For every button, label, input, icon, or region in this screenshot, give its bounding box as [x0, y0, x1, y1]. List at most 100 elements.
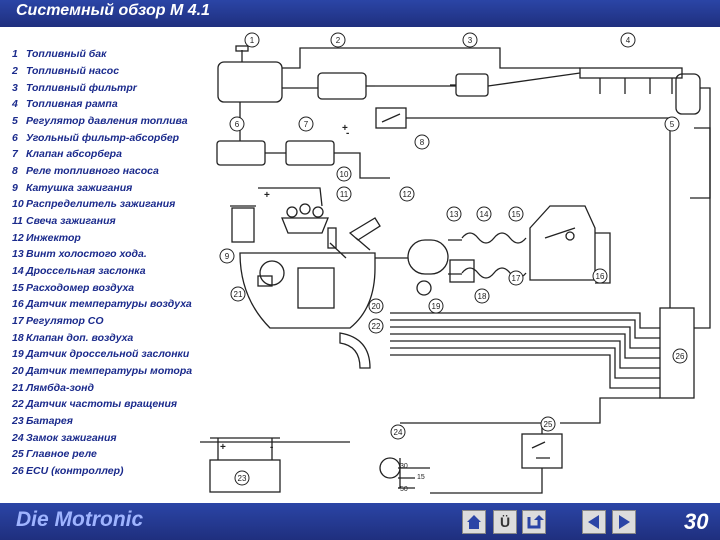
page-number: 30	[684, 509, 709, 534]
return-arrow-icon	[527, 515, 544, 529]
ecu-box	[659, 307, 695, 399]
callout-number: 20	[372, 302, 381, 311]
callout-number: 26	[676, 352, 685, 361]
legend-item-number: 23	[12, 415, 24, 427]
callout-number: 9	[225, 252, 230, 261]
callout-circle	[414, 134, 430, 150]
callout-number: 24	[394, 428, 403, 437]
piston	[297, 267, 335, 309]
legend-item-number: 13	[12, 248, 24, 260]
legend-item-label: Свеча зажигания	[26, 215, 116, 227]
polarity-mark: +	[342, 123, 348, 134]
callout-number: 12	[403, 190, 412, 199]
legend-item-number: 22	[12, 398, 24, 410]
callout-number: 25	[544, 420, 553, 429]
legend-item-label: ECU (контроллер)	[26, 465, 124, 477]
legend-item-label: Дроссельная заслонка	[26, 265, 146, 277]
callout-number: 16	[596, 272, 605, 281]
callout-number: 6	[235, 120, 240, 129]
footer-title: Die Motronic	[16, 508, 144, 531]
arrow-left-icon	[588, 515, 599, 529]
ignition-switch	[379, 457, 401, 479]
back-button[interactable]	[522, 510, 546, 534]
callout-circle	[298, 116, 314, 132]
home-button[interactable]	[462, 510, 486, 534]
callout-number: 15	[512, 210, 521, 219]
page-title: Системный обзор М 4.1	[16, 2, 210, 19]
legend-item-number: 16	[12, 298, 24, 310]
legend-item-label: Топливный фильтрr	[26, 82, 137, 94]
legend-item-label: Реле топливного насоса	[26, 165, 159, 177]
legend-item-label: Датчик частоты вращения	[26, 398, 178, 410]
fuel-tank	[217, 61, 283, 103]
callout-number: 5	[670, 120, 675, 129]
callout-number: 23	[238, 474, 247, 483]
callout-circle	[428, 298, 444, 314]
legend-item-number: 6	[12, 132, 18, 144]
callout-circle	[336, 166, 352, 182]
legend-item-label: Топливный бак	[26, 48, 107, 60]
help-button[interactable]: Ü	[493, 510, 517, 534]
header-bar	[0, 0, 720, 27]
callout-circle	[390, 424, 406, 440]
legend-item-label: Датчик дроссельной заслонки	[26, 348, 190, 360]
legend-item-number: 11	[12, 215, 23, 227]
legend-item-number: 20	[12, 365, 24, 377]
terminal-label: 50	[400, 486, 408, 493]
battery	[209, 459, 281, 493]
callout-number: 13	[450, 210, 459, 219]
engine-block	[239, 252, 376, 329]
fuel-pump	[317, 72, 367, 100]
callout-circle	[672, 348, 688, 364]
callout-number: 11	[340, 190, 349, 199]
callout-circle	[508, 206, 524, 222]
legend-item-label: Топливная рампа	[26, 98, 118, 110]
polarity-mark: -	[346, 128, 349, 139]
legend-item-label: Топливный насос	[26, 65, 120, 77]
ignition-coil	[231, 207, 255, 243]
polarity-mark: +	[220, 442, 226, 453]
speed-sensor-wheel	[339, 332, 371, 369]
legend-item-label: Батарея	[26, 415, 73, 427]
callout-circle	[399, 186, 415, 202]
previous-page-button[interactable]	[582, 510, 606, 534]
distributor	[281, 217, 329, 234]
legend-item-label: Замок зажигания	[26, 432, 117, 444]
main-relay	[521, 433, 563, 469]
spark-plug	[327, 227, 337, 249]
legend-item-number: 2	[12, 65, 18, 77]
intake-plenum	[407, 239, 449, 275]
legend-item-number: 17	[12, 315, 24, 327]
legend-item-label: Регулятор СО	[26, 315, 104, 327]
legend-item-number: 15	[12, 282, 24, 294]
callout-number: 7	[304, 120, 309, 129]
legend-item-number: 5	[12, 115, 18, 127]
callout-number: 4	[626, 36, 631, 45]
legend-item-label: Инжектор	[26, 232, 81, 244]
callout-circle	[229, 116, 245, 132]
callout-circle	[476, 206, 492, 222]
callout-number: 18	[478, 292, 487, 301]
next-page-button[interactable]	[612, 510, 636, 534]
legend-item-label: Расходомер воздуха	[26, 282, 135, 294]
legend-item-number: 26	[12, 465, 24, 477]
arrow-right-icon	[619, 515, 630, 529]
charcoal-canister	[216, 140, 266, 166]
legend-item-label: Главное реле	[26, 448, 97, 460]
callout-circle	[330, 32, 346, 48]
callout-circle	[368, 318, 384, 334]
